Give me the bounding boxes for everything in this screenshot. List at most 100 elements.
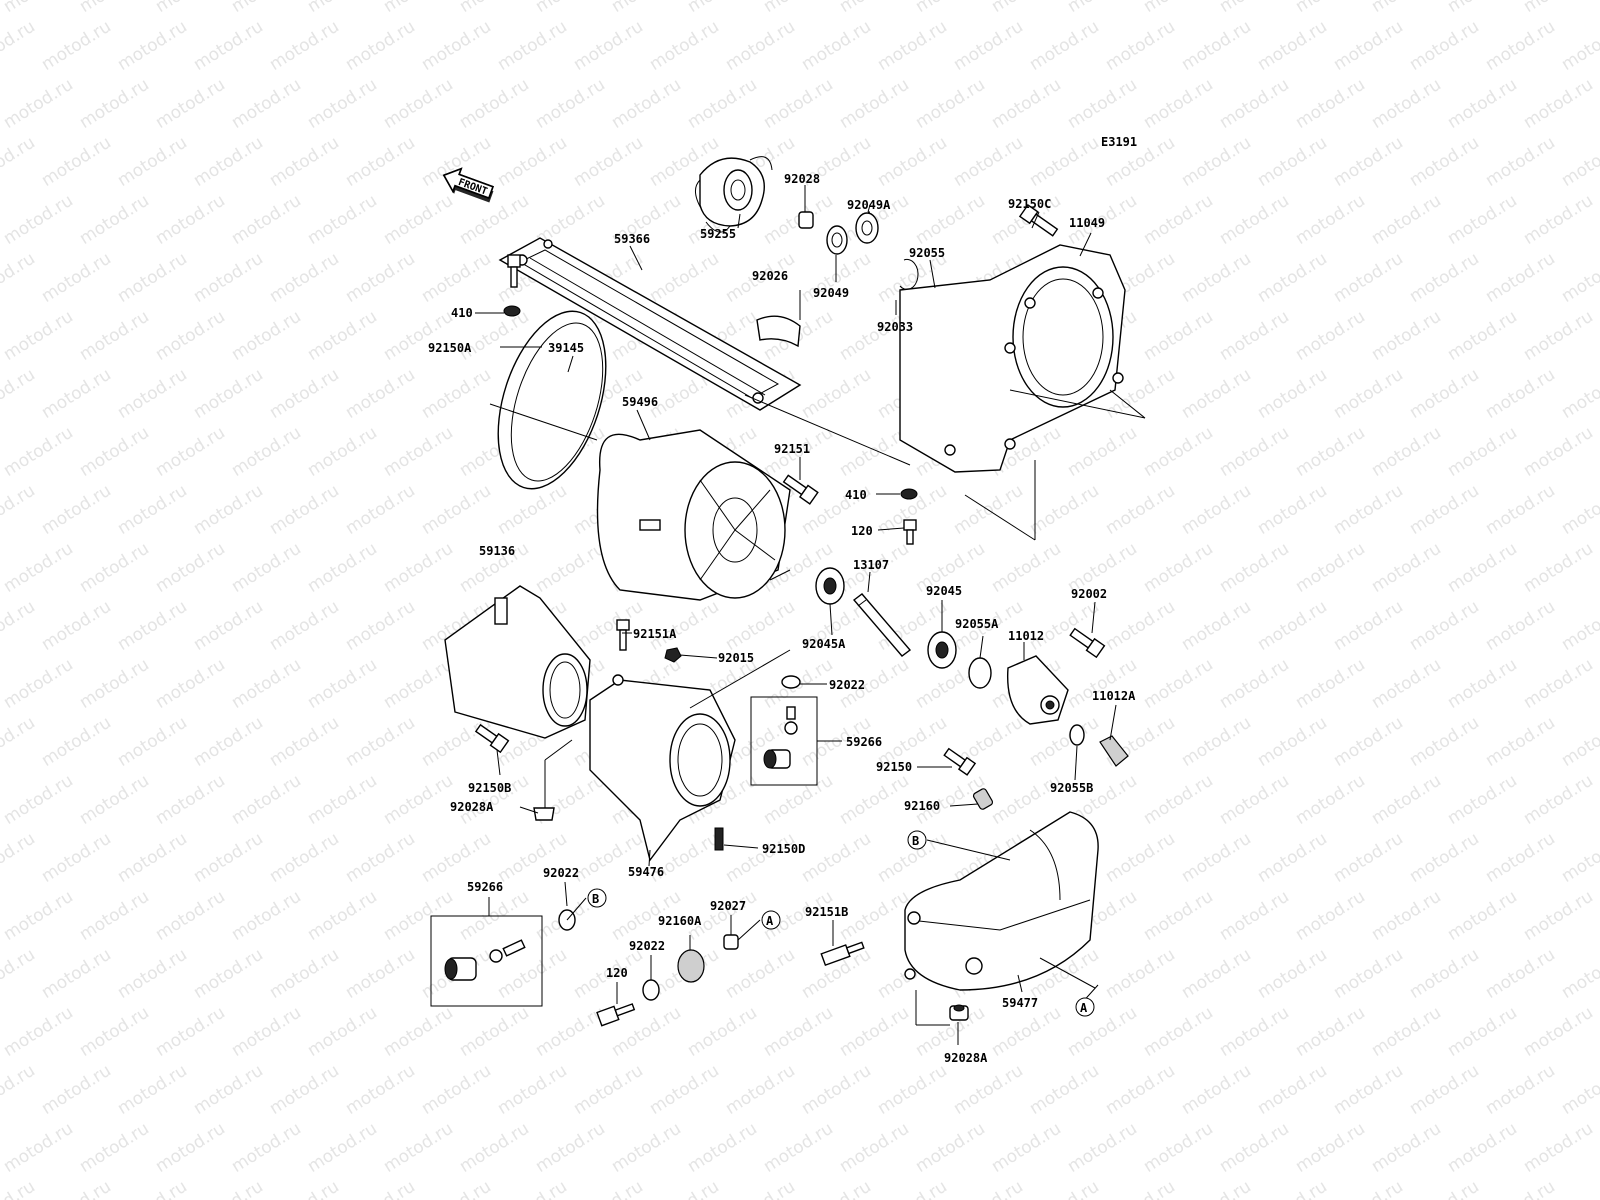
svg-text:B: B (912, 834, 919, 848)
svg-text:B: B (592, 892, 599, 906)
part-label: 120 (851, 524, 873, 538)
steering-nozzle-59476 (589, 674, 736, 862)
svg-text:A: A (1080, 1001, 1088, 1015)
part-label: 13107 (853, 558, 889, 572)
ref-b-2: B (587, 888, 607, 908)
part-label: 410 (451, 306, 473, 320)
part-label: 92151B (805, 905, 848, 919)
part-label: 92055A (955, 617, 999, 631)
part-label: 92150A (428, 341, 472, 355)
bushing-92028A-right (949, 1004, 969, 1021)
part-label: 92015 (718, 651, 754, 665)
bolt-92151A (616, 619, 630, 651)
collar-92160 (972, 788, 994, 810)
kit-59266-lower (430, 915, 543, 1007)
o-ring-92055A (968, 657, 992, 689)
part-label: 92150D (762, 842, 805, 856)
part-label: 92160A (658, 914, 702, 928)
nozzle-59136 (444, 585, 591, 739)
part-label: 39145 (548, 341, 584, 355)
part-label: 59496 (622, 395, 658, 409)
washer-92022-mid (781, 675, 801, 689)
part-label: 92027 (710, 899, 746, 913)
part-label: 120 (606, 966, 628, 980)
part-label: 92049 (813, 286, 849, 300)
cover-92026 (756, 315, 801, 348)
part-label: 59476 (628, 865, 664, 879)
part-label: 92045 (926, 584, 962, 598)
ref-b-1: B (907, 830, 927, 850)
collar-92160A (677, 949, 705, 983)
ref-a-2: A (1075, 997, 1095, 1017)
collar-92027 (723, 934, 739, 950)
bushing-92028A-left (533, 807, 555, 821)
part-label: 92150C (1008, 197, 1051, 211)
circlip-92033 (899, 258, 919, 290)
part-label: 59255 (700, 227, 736, 241)
part-label: 92049A (847, 198, 891, 212)
svg-text:A: A (766, 914, 774, 928)
kit-59266-upper (750, 696, 818, 786)
part-label: 92022 (543, 866, 579, 880)
part-label: 92028A (944, 1051, 988, 1065)
part-label: 92028 (784, 172, 820, 186)
part-label: 59477 (1002, 996, 1038, 1010)
part-label: 410 (845, 488, 867, 502)
part-label: 92160 (904, 799, 940, 813)
part-label: 92022 (829, 678, 865, 692)
part-label: 92002 (1071, 587, 1107, 601)
bearing-92045 (927, 631, 957, 669)
reverse-bucket-59477 (904, 811, 1099, 991)
bolt-92151 (782, 474, 819, 505)
part-label: 59136 (479, 544, 515, 558)
seal-92049 (826, 225, 848, 255)
part-label: 59266 (467, 880, 503, 894)
bolt-92150A (507, 254, 521, 288)
part-label: 92151A (633, 627, 677, 641)
bolt-92150D (714, 827, 724, 851)
part-label: 92150B (468, 781, 511, 795)
part-label: 92055 (909, 246, 945, 260)
bearing-92045A (815, 567, 845, 605)
part-label: 11012A (1092, 689, 1136, 703)
bolt-92150B (474, 723, 510, 754)
bolt-92151B (820, 941, 865, 967)
washer-410-mid (900, 488, 918, 500)
ref-a-1: A (761, 910, 781, 930)
impeller-59255 (695, 156, 773, 233)
washer-410-top (503, 305, 521, 317)
part-labels: 92028 92049A 59255 59366 92026 92049 920… (428, 172, 1136, 1065)
bolt-120-top (903, 519, 917, 545)
seal-92049A (855, 212, 879, 244)
part-label: 92055B (1050, 781, 1093, 795)
bolt-120-bottom (596, 1003, 636, 1027)
shaft-13107 (852, 593, 912, 657)
part-label: 59266 (846, 735, 882, 749)
figure-code: E3191 (1101, 135, 1137, 149)
part-label: 92151 (774, 442, 810, 456)
washer-92022-bottom (642, 979, 660, 1001)
part-label: 11012 (1008, 629, 1044, 643)
part-label: 92033 (877, 320, 913, 334)
ride-plate-59366 (498, 237, 802, 411)
wear-ring-39145 (497, 310, 607, 490)
nut-92015 (664, 647, 682, 663)
leader-lines (475, 185, 1146, 1045)
cap-11012A (1099, 735, 1129, 767)
part-label: 92026 (752, 269, 788, 283)
bolt-92002 (1069, 627, 1106, 659)
o-ring-92055B (1069, 724, 1085, 746)
part-label: 11049 (1069, 216, 1105, 230)
part-label: 92150 (876, 760, 912, 774)
part-label: 92028A (450, 800, 494, 814)
pump-body-59496 (596, 429, 791, 601)
cap-11012 (1006, 655, 1069, 725)
bolt-92150 (943, 747, 977, 776)
bolt-92150C (1018, 203, 1059, 237)
part-label: 92045A (802, 637, 846, 651)
bushing-92028 (798, 211, 814, 229)
part-label: 92022 (629, 939, 665, 953)
front-arrow-icon: FRONT (442, 167, 494, 203)
pump-case-11049 (899, 244, 1126, 473)
